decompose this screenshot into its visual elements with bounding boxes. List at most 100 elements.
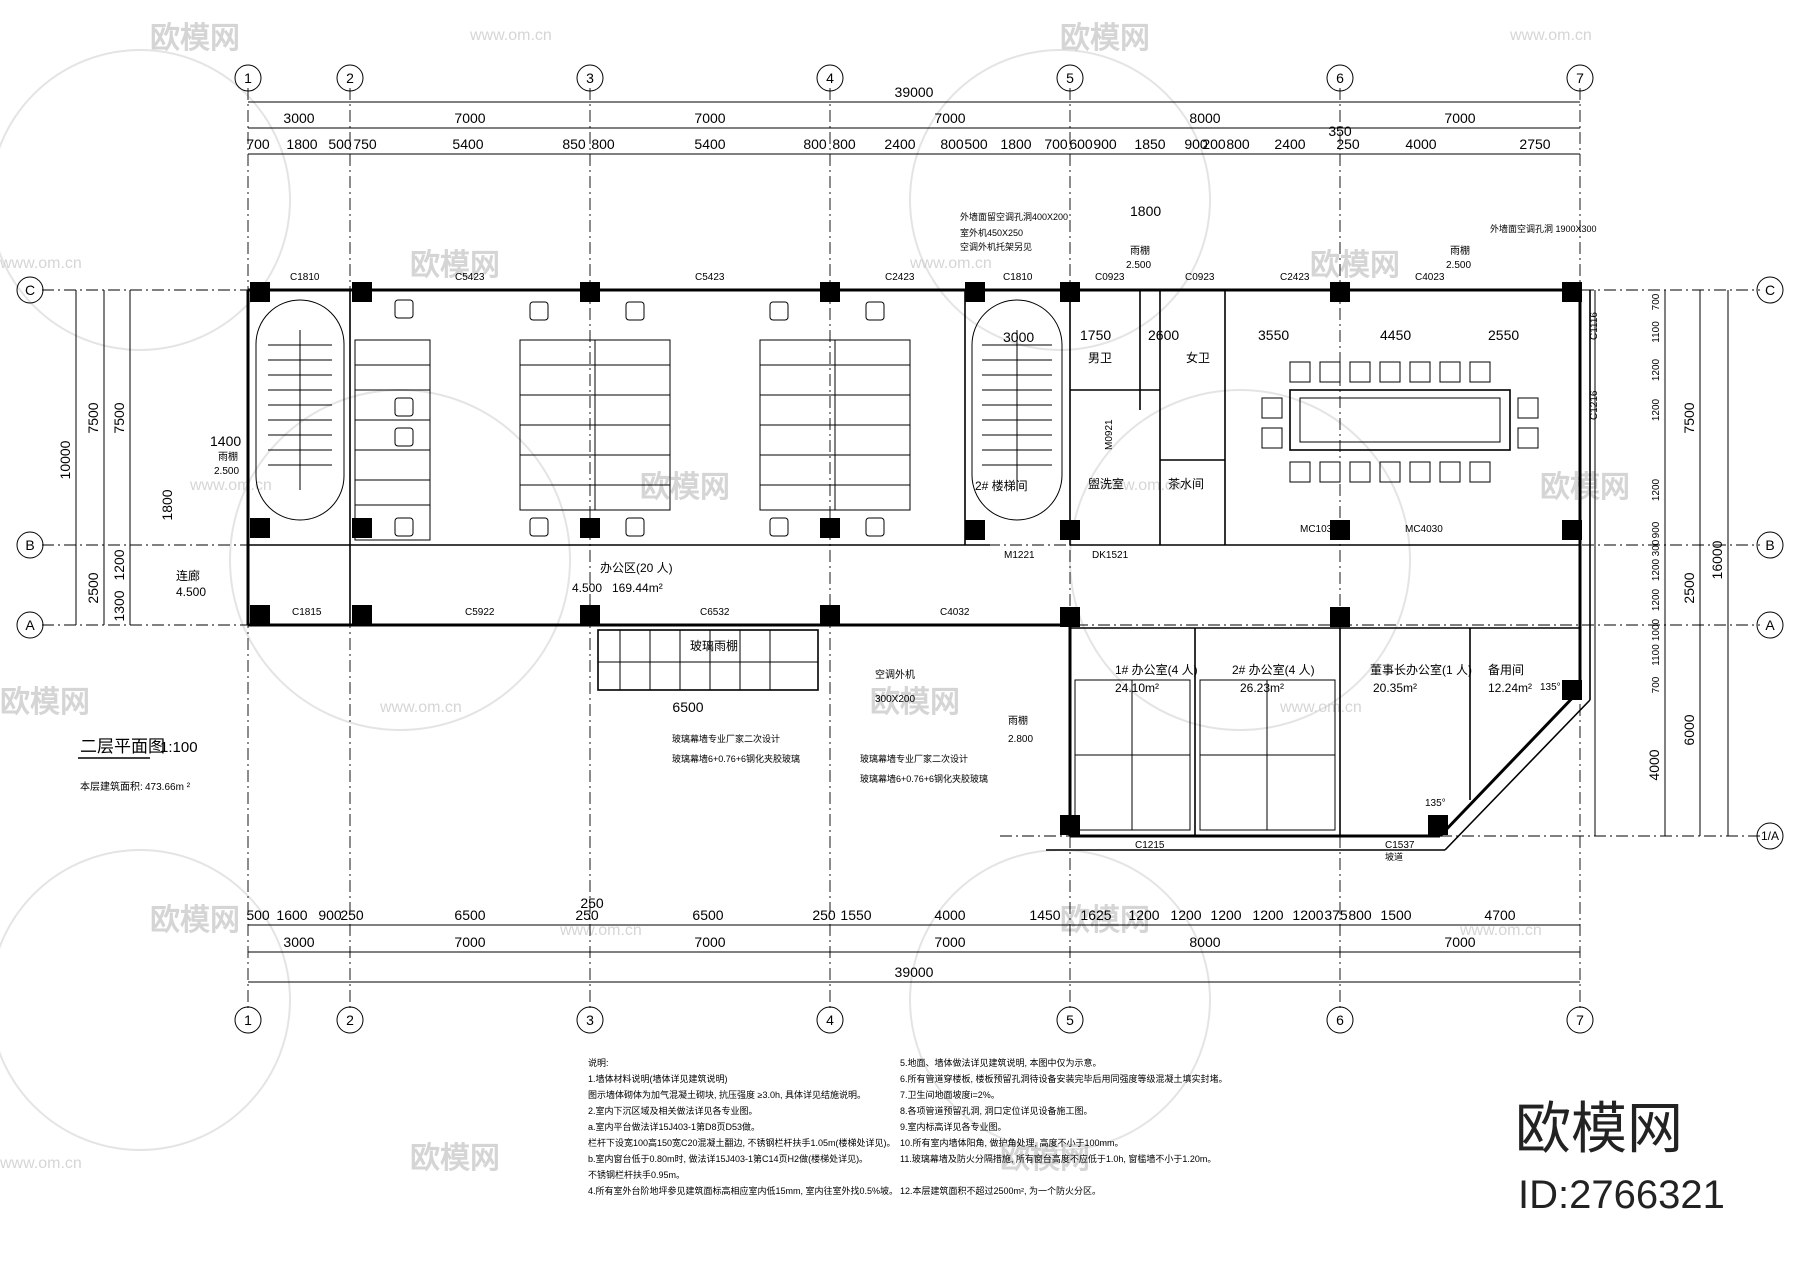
- watermark-site-10: www.om.cn: [1459, 922, 1542, 939]
- note-line: 1.墙体材料说明(墙体详见建筑说明): [588, 1073, 728, 1084]
- brand-block: 欧模网 ID:2766321: [1515, 1097, 1725, 1217]
- axis-label: B: [25, 537, 34, 553]
- angle-label: 135°: [1540, 682, 1561, 693]
- area-value: 473.66m ²: [145, 782, 191, 793]
- canopy-label-2: 雨棚: [1130, 244, 1150, 257]
- axis-label: 2: [346, 70, 354, 86]
- corridor-label: 连廊: [176, 568, 200, 583]
- dim-bay: 8000: [1189, 934, 1220, 950]
- dim-detail: 250: [580, 895, 604, 911]
- watermark-site-2: www.om.cn: [1509, 27, 1592, 44]
- design-notes: 说明: 1.墙体材料说明(墙体详见建筑说明) 图示墙体砌体为加气混凝土砌块, 抗…: [588, 1057, 1228, 1196]
- dim-right: 7500: [1681, 402, 1697, 433]
- note-line: 10.所有室内墙体阳角, 做护角处理, 高度不小于100mm。: [900, 1137, 1124, 1148]
- glass-canopy-dim: 6500: [672, 699, 703, 715]
- note-line: b.室内窗台低于0.80m时, 做法详15J403-1第C14页H2做(楼梯处详…: [588, 1153, 868, 1164]
- axis-bubbles-sides: C B A C B A 1/A: [16, 276, 1784, 850]
- dim-detail: 800: [591, 136, 615, 152]
- watermark-logo-2: 欧模网: [1060, 22, 1150, 55]
- slope-label: 坡道: [1385, 851, 1403, 862]
- dim-right: 4000: [1646, 749, 1662, 780]
- ac-hole-note-3: 空调外机托架另见: [960, 241, 1032, 252]
- note-line: 11.玻璃幕墙及防火分隔措施, 所有窗台高度不应低于1.0h, 窗槛墙不小于1.…: [900, 1153, 1216, 1164]
- dim-left: 1800: [159, 489, 175, 520]
- watermark-site-9: www.om.cn: [559, 922, 642, 939]
- dim-detail: 250: [1336, 136, 1360, 152]
- tag-window: C6532: [700, 607, 730, 618]
- dim-right: 1000: [1651, 618, 1662, 641]
- canopy-label-3: 雨棚: [1450, 244, 1470, 257]
- workstation-clusters: [354, 299, 911, 541]
- drawing-scale: 1:100: [160, 739, 198, 756]
- conference-table: [1261, 361, 1539, 483]
- axis-label: 1/A: [1761, 829, 1779, 843]
- dim-detail: 800: [1348, 907, 1372, 923]
- note-line: 图示墙体砌体为加气混凝土砌块, 抗压强度 ≥3.0h, 具体详见结施说明。: [588, 1089, 866, 1100]
- dim-detail: 1200: [1252, 907, 1283, 923]
- brand-id: ID:2766321: [1518, 1173, 1725, 1217]
- axis-label: 2: [346, 1012, 354, 1028]
- watermark-logo-5: 欧模网: [640, 471, 730, 504]
- watermark-site-3: www.om.cn: [0, 255, 82, 272]
- dimension-chain-bottom: 500 1600 900 250 6500 250 6500 250 1550 …: [246, 895, 1580, 983]
- dim-bay: 7000: [934, 934, 965, 950]
- canopy-level-2: 2.500: [1126, 260, 1151, 271]
- drawing-title-block: 二层平面图 1:100 本层建筑面积: 473.66m ²: [78, 737, 198, 793]
- note-line: 9.室内标高详见各专业图。: [900, 1121, 1007, 1132]
- dim-left: 7500: [85, 402, 101, 433]
- tag-window: C0923: [1095, 272, 1125, 283]
- axis-bubbles-top: 1 2 3 4 5 6 7: [234, 64, 1594, 92]
- dim-label: 4450: [1380, 327, 1411, 343]
- ac-hole-note-1: 外墙面留空调孔洞400X200: [960, 211, 1068, 222]
- dim-detail: 350: [1328, 123, 1352, 139]
- dim-right: 6000: [1681, 714, 1697, 745]
- watermark-logo-6: 欧模网: [1540, 471, 1630, 504]
- dim-detail: 1500: [1380, 907, 1411, 923]
- tag-window: C1216: [1589, 390, 1600, 420]
- dim-detail: 500: [964, 136, 988, 152]
- dim-detail: 1850: [1134, 136, 1165, 152]
- watermark-logo-8: 欧模网: [870, 686, 960, 719]
- dim-left: 7500: [111, 402, 127, 433]
- tag-window: C5922: [465, 607, 495, 618]
- dim-detail: 250: [340, 907, 364, 923]
- dim-detail: 250: [812, 907, 836, 923]
- womens-wc-label: 女卫: [1186, 350, 1210, 365]
- note-line: 栏杆下设宽100高150宽C20混凝土翻边, 不锈钢栏杆扶手1.05m(楼梯处详…: [588, 1137, 896, 1148]
- tag-window: C1537: [1385, 840, 1415, 851]
- axis-label: 1: [244, 70, 252, 86]
- dim-left: 10000: [57, 440, 73, 479]
- dim-detail: 500: [328, 136, 352, 152]
- facade-note-1: 玻璃幕墙专业厂家二次设计: [672, 733, 780, 744]
- dim-label: 1800: [1130, 203, 1161, 219]
- dim-detail: 700: [1044, 136, 1068, 152]
- dim-detail: 1600: [276, 907, 307, 923]
- note-line: 12.本层建筑面积不超过2500m², 为一个防火分区。: [900, 1185, 1101, 1196]
- watermark-site-8: www.om.cn: [1279, 699, 1362, 716]
- axis-bubbles-bottom: 1 2 3 4 5 6 7: [234, 1006, 1594, 1034]
- watermark-site-4: www.om.cn: [909, 255, 992, 272]
- dim-left: 1300: [111, 590, 127, 621]
- stair-1: [255, 299, 345, 521]
- interior-walls: [248, 290, 1580, 836]
- dim-right: 700: [1651, 676, 1662, 693]
- dim-bay: 8000: [1189, 110, 1220, 126]
- tag-window: C2423: [1280, 272, 1310, 283]
- glass-canopy-label: 玻璃雨棚: [690, 638, 738, 653]
- dim-detail: 1200: [1170, 907, 1201, 923]
- dim-detail: 800: [940, 136, 964, 152]
- office-furniture: [1074, 679, 1336, 831]
- glass-canopy: 玻璃雨棚 6500: [597, 629, 819, 715]
- dim-right: 1100: [1651, 321, 1662, 343]
- brand-logo-text: 欧模网: [1515, 1097, 1683, 1160]
- dim-detail: 900: [1184, 136, 1208, 152]
- watermark-logo-4: 欧模网: [1310, 249, 1400, 282]
- dim-right: 1200: [1651, 398, 1662, 421]
- watermark-site-1: www.om.cn: [469, 27, 552, 44]
- storage-size: 12.24m²: [1488, 681, 1532, 695]
- exterior-walls: [246, 288, 1591, 851]
- note-line: 不锈钢栏杆扶手0.95m。: [588, 1169, 685, 1180]
- tag-window: C5423: [455, 272, 485, 283]
